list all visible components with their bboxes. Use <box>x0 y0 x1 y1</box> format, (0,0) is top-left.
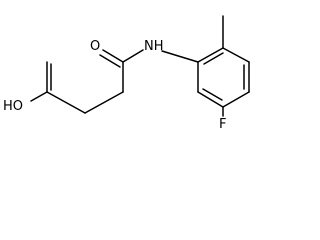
carbonyl-oxygen-label: O <box>90 39 100 54</box>
bond-amide-carbonyl-b <box>99 54 121 68</box>
ring-bond-5-6 <box>197 91 224 108</box>
bond-nitrogen-to-ring <box>161 50 199 63</box>
amide-nh-label: NH <box>144 39 164 54</box>
bond-amide-carbon-to-nitrogen <box>122 49 144 63</box>
chemical-structure-diagram: HO O NH F <box>3 15 250 131</box>
bond-acid-carbon-to-ch2-a <box>46 91 86 114</box>
bond-ho-to-acid-carbon <box>30 91 48 102</box>
bond-ch2-a-to-ch2-b <box>84 91 124 114</box>
ring-bond-4-5 <box>222 91 250 108</box>
ring-inner-double-3 <box>202 88 223 101</box>
ring-bond-2-3 <box>222 47 250 63</box>
bond-amide-carbonyl-a <box>102 49 124 63</box>
hydroxyl-label: HO <box>3 99 23 114</box>
ring-inner-double-1 <box>203 52 224 65</box>
ring-bond-1-2 <box>197 47 224 63</box>
fluorine-label: F <box>219 117 226 131</box>
